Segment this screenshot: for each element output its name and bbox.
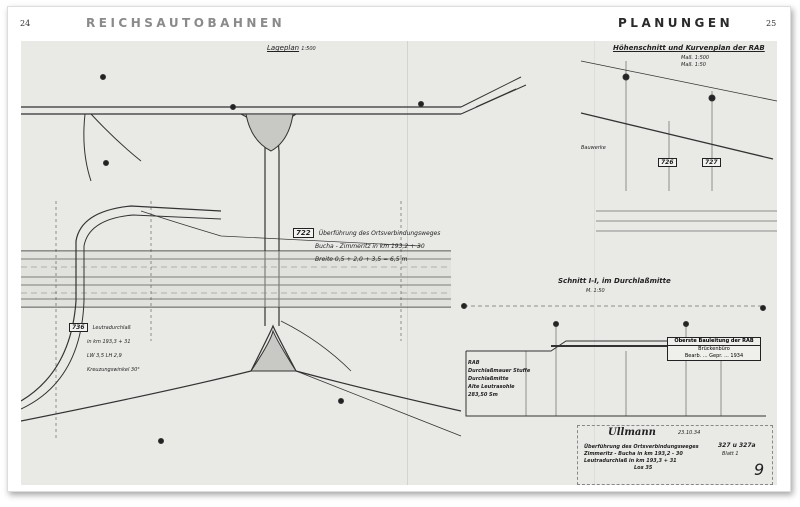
book-spread: 24 REICHSAUTOBAHNEN PLANUNGEN 25 xyxy=(7,6,791,492)
office-stamp: Oberste Bauleitung der RAB Brückenbüro B… xyxy=(667,337,761,361)
drawing-linework xyxy=(21,60,777,444)
right-page-number: 25 xyxy=(766,19,777,28)
bridge-label: 722 Überführung des Ortsverbindungsweges… xyxy=(293,225,440,264)
title-line: Los 35 xyxy=(634,465,653,471)
left-running-title: REICHSAUTOBAHNEN xyxy=(86,16,286,30)
rab-label-line: Durchlaßmauer Stuffe xyxy=(468,368,531,374)
signature: Ullmann xyxy=(608,427,656,438)
stamp-line: Oberste Bauleitung der RAB xyxy=(668,338,760,346)
lageplan-title: Lageplan 1:500 xyxy=(267,44,316,52)
profile-title: Höhenschnitt und Kurvenplan der RAB xyxy=(613,44,765,52)
culvert-label: 736 Leutradurchlaß in km 193,3 + 31 LW 3… xyxy=(69,319,140,375)
bridge-label-line: Bucha - Zimmeritz in km 193,2 + 30 xyxy=(315,243,425,250)
profile-left-label: Bauwerke xyxy=(581,145,606,151)
technical-drawing: Lageplan 1:500 Höhenschnitt und Kurvenpl… xyxy=(21,41,777,485)
handwritten-number: 9 xyxy=(754,460,765,479)
rab-label-line: 283,50 Sm xyxy=(468,392,498,398)
culvert-label-line: Leutradurchlaß xyxy=(92,325,131,331)
bridge-label-line: Überführung des Ortsverbindungsweges xyxy=(318,230,441,237)
sheet-number: Blatt 1 xyxy=(722,451,739,457)
culvert-label-line: LW 3,5 LH 2,9 xyxy=(87,353,122,359)
drawing-number: 327 u 327a xyxy=(718,442,756,449)
rab-label-line: RAB xyxy=(468,360,480,366)
culvert-number-box: 736 xyxy=(69,323,88,332)
stamp-line: Bearb. ... Gepr. ... 1934 xyxy=(684,353,744,359)
rab-label: RAB Durchlaßmauer Stuffe Durchlaßmitte A… xyxy=(468,359,530,399)
rab-label-line: Alte Leutrasohle xyxy=(468,384,515,390)
profile-marker-726: 726 xyxy=(658,158,677,167)
page-fold xyxy=(407,41,408,485)
profile-scale-2: Maß. 1:50 xyxy=(681,62,706,68)
bridge-number-box: 722 xyxy=(293,228,314,238)
title-date: 23.10.34 xyxy=(678,430,701,436)
left-page-number: 24 xyxy=(20,19,31,28)
title-line: Überführung des Ortsverbindungsweges xyxy=(584,444,699,450)
section-title: Schnitt I-I, im Durchlaßmitte xyxy=(558,277,671,285)
stamp-line: Brückenbüro xyxy=(698,346,730,352)
culvert-label-line: in km 193,3 + 31 xyxy=(87,339,131,345)
title-block: Ullmann 23.10.34 Überführung des Ortsver… xyxy=(577,425,773,485)
bridge-label-line: Breite 0,5 + 2,0 + 3,5 = 6,5 m xyxy=(315,256,408,263)
sheet-fold xyxy=(594,41,595,485)
right-running-title: PLANUNGEN xyxy=(618,16,734,30)
title-line: Leutradurchlaß in km 193,3 + 31 xyxy=(584,458,677,464)
rab-label-line: Durchlaßmitte xyxy=(468,376,509,382)
profile-scale-1: Maß. 1:500 xyxy=(681,55,710,61)
title-line: Zimmeritz - Bucha in km 193,2 - 30 xyxy=(584,451,683,457)
profile-marker-727: 727 xyxy=(702,158,721,167)
section-scale: M. 1:50 xyxy=(586,288,605,294)
culvert-label-line: Kreuzungswinkel 30° xyxy=(87,367,140,373)
